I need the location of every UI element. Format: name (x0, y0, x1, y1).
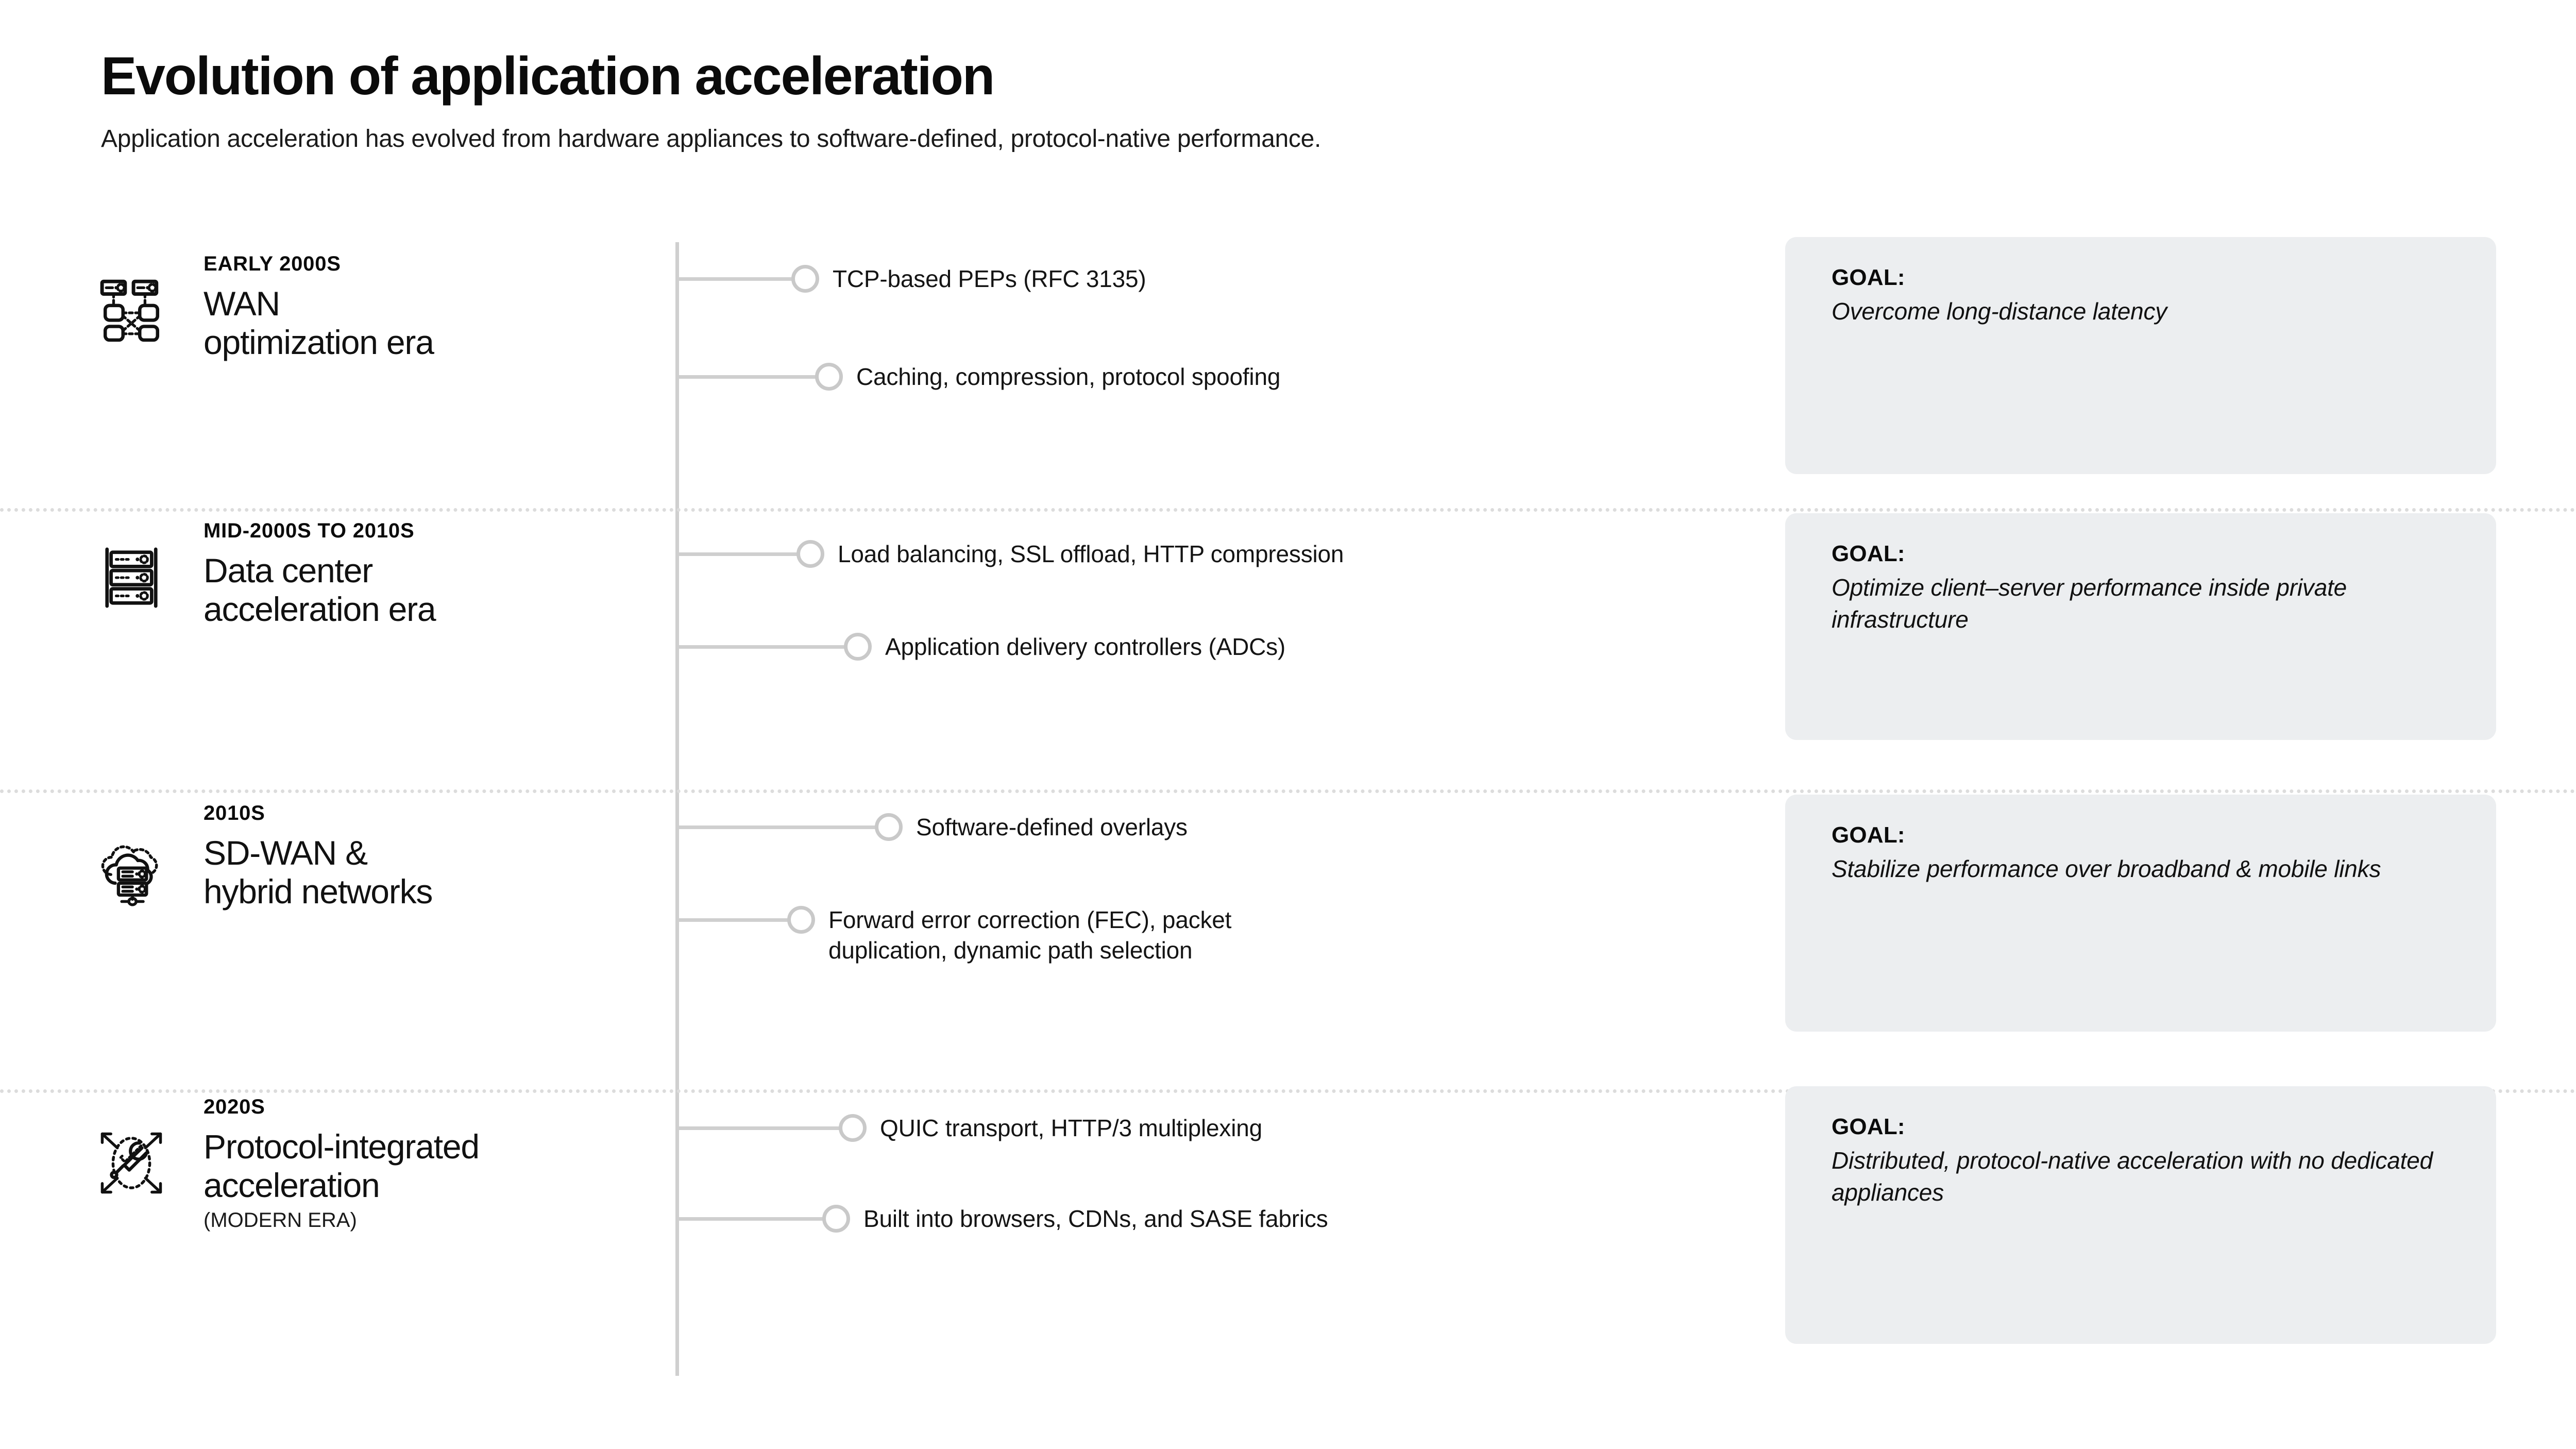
era-name: SD-WAN & hybrid networks (204, 834, 433, 911)
milestone-marker-icon (796, 540, 824, 568)
timeline-row: MID-2000s TO 2010s Data center accelerat… (0, 508, 2576, 793)
connector-line (675, 918, 789, 922)
milestone-label: Software-defined overlays (916, 814, 1188, 840)
row-divider (0, 508, 2576, 512)
era-kicker: 2010s (204, 802, 265, 824)
era-block: 2020s Protocol-integrated acceleration (… (204, 1094, 657, 1233)
era-block: MID-2000s TO 2010s Data center accelerat… (204, 518, 657, 632)
era-name: WAN optimization era (204, 284, 434, 362)
server-rack-icon (93, 539, 170, 616)
milestone-label: QUIC transport, HTTP/3 multiplexing (880, 1115, 1263, 1141)
timeline-row: 2020s Protocol-integrated acceleration (… (0, 1086, 2576, 1383)
row-divider (0, 1089, 2576, 1093)
goal-text: Stabilize performance over broadband & m… (1832, 855, 2381, 882)
list-item: QUIC transport, HTTP/3 multiplexing (675, 1113, 1262, 1143)
milestone-list: Software-defined overlays Forward error … (675, 789, 1737, 1089)
list-item: Software-defined overlays (675, 812, 1188, 843)
list-item: Built into browsers, CDNs, and SASE fabr… (675, 1204, 1328, 1234)
era-sub: (MODERN ERA) (204, 1209, 357, 1232)
goal-text: Overcome long-distance latency (1832, 298, 2167, 325)
timeline-rows: EARLY 2000s WAN optimization era TCP-bas… (0, 237, 2576, 1383)
goal-text: Distributed, protocol-native acceleratio… (1832, 1147, 2433, 1206)
timeline-spine (675, 242, 679, 1376)
list-item: Forward error correction (FEC), packet d… (675, 905, 1231, 966)
milestone-label: Application delivery controllers (ADCs) (885, 633, 1286, 660)
milestone-marker-icon (815, 363, 843, 391)
goal-card: GOAL: Overcome long-distance latency (1785, 237, 2496, 474)
milestone-label: TCP-based PEPs (RFC 3135) (833, 265, 1146, 292)
era-kicker: EARLY 2000s (204, 252, 341, 275)
goal-card: GOAL: Optimize client–server performance… (1785, 513, 2496, 740)
era-kicker: 2020s (204, 1096, 265, 1118)
era-column: 2010s SD-WAN & hybrid networks (77, 789, 665, 1089)
network-topology-icon (93, 271, 170, 348)
connector-line (675, 1126, 840, 1130)
connector-line (675, 375, 817, 379)
connector-line (675, 645, 845, 649)
goal-card: GOAL: Distributed, protocol-native accel… (1785, 1086, 2496, 1344)
goal-label: GOAL: (1832, 822, 1905, 848)
header: Evolution of application acceleration Ap… (101, 47, 2368, 155)
era-block: 2010s SD-WAN & hybrid networks (204, 801, 657, 914)
milestone-marker-icon (839, 1114, 867, 1142)
page-subtitle: Application acceleration has evolved fro… (101, 125, 1321, 153)
milestone-label: Forward error correction (FEC), packet d… (828, 906, 1232, 964)
goal-label: GOAL: (1832, 541, 1905, 566)
milestone-label: Caching, compression, protocol spoofing (856, 363, 1281, 390)
era-name: Data center acceleration era (204, 551, 436, 629)
goal-text: Optimize client–server performance insid… (1832, 574, 2347, 633)
connector-line (675, 552, 798, 556)
wrench-network-icon (93, 1124, 170, 1202)
cloud-servers-icon (93, 834, 170, 911)
list-item: Caching, compression, protocol spoofing (675, 362, 1280, 392)
milestone-list: QUIC transport, HTTP/3 multiplexing Buil… (675, 1089, 1737, 1383)
connector-line (675, 825, 876, 829)
list-item: Load balancing, SSL offload, HTTP compre… (675, 539, 1344, 569)
row-divider (0, 789, 2576, 793)
milestone-marker-icon (875, 813, 903, 841)
milestone-label: Load balancing, SSL offload, HTTP compre… (838, 541, 1344, 567)
goal-label: GOAL: (1832, 265, 1905, 290)
era-block: EARLY 2000s WAN optimization era (204, 251, 657, 365)
connector-line (675, 1217, 824, 1221)
milestone-marker-icon (787, 906, 815, 934)
era-kicker: MID-2000s TO 2010s (204, 519, 415, 542)
timeline-row: 2010s SD-WAN & hybrid networks Software-… (0, 789, 2576, 1093)
page-title: Evolution of application acceleration (101, 46, 995, 106)
goal-card: GOAL: Stabilize performance over broadba… (1785, 795, 2496, 1032)
milestone-list: TCP-based PEPs (RFC 3135) Caching, compr… (675, 242, 1737, 508)
milestone-marker-icon (844, 633, 872, 661)
list-item: Application delivery controllers (ADCs) (675, 632, 1285, 662)
milestone-list: Load balancing, SSL offload, HTTP compre… (675, 508, 1737, 789)
era-column: 2020s Protocol-integrated acceleration (… (77, 1089, 665, 1383)
goal-label: GOAL: (1832, 1114, 1905, 1139)
era-column: MID-2000s TO 2010s Data center accelerat… (77, 508, 665, 789)
milestone-label: Built into browsers, CDNs, and SASE fabr… (863, 1205, 1328, 1232)
era-name: Protocol-integrated acceleration (204, 1127, 480, 1205)
timeline-row: EARLY 2000s WAN optimization era TCP-bas… (0, 237, 2576, 512)
milestone-marker-icon (822, 1205, 850, 1233)
era-column: EARLY 2000s WAN optimization era (77, 242, 665, 508)
list-item: TCP-based PEPs (RFC 3135) (675, 264, 1146, 294)
connector-line (675, 277, 793, 281)
milestone-marker-icon (791, 265, 819, 293)
